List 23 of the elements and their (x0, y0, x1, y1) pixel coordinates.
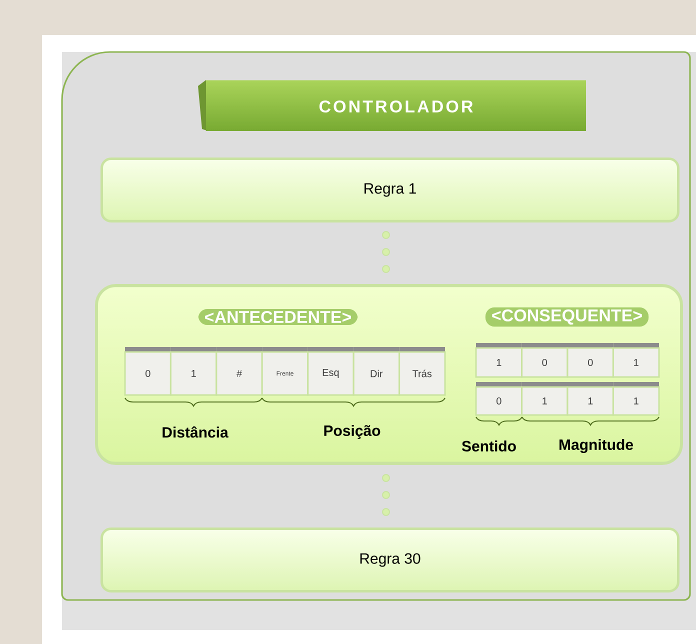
table-cell: 0 (566, 343, 614, 378)
table-cell: Trás (398, 347, 446, 396)
table-cell: 0 (475, 382, 523, 416)
rule-box: Regra 30 (100, 528, 680, 592)
table-cell: 1 (475, 343, 523, 378)
table-cell: 1 (612, 382, 660, 416)
table-cell: 1 (566, 382, 614, 416)
table-cell: 1 (170, 347, 218, 396)
table-cell: Esq (307, 347, 354, 396)
table-cell: Dir (352, 347, 400, 396)
table-cell: # (216, 347, 263, 396)
group-label: Magnitude (560, 438, 633, 454)
group-label: Distância (162, 426, 228, 438)
rule-box: Regra 1 (100, 158, 680, 222)
table-cell: 1 (612, 343, 660, 378)
group-label: Sentido (462, 440, 516, 452)
table-cell: 0 (521, 343, 568, 378)
group-label: Posição (324, 425, 380, 439)
table-cell: 0 (124, 347, 172, 396)
title-banner: CONTROLADOR (198, 80, 586, 131)
section-heading: <CONSEQUENTE> (485, 307, 649, 327)
table-cell: 1 (521, 382, 568, 416)
section-heading: <ANTECEDENTE> (198, 308, 358, 326)
